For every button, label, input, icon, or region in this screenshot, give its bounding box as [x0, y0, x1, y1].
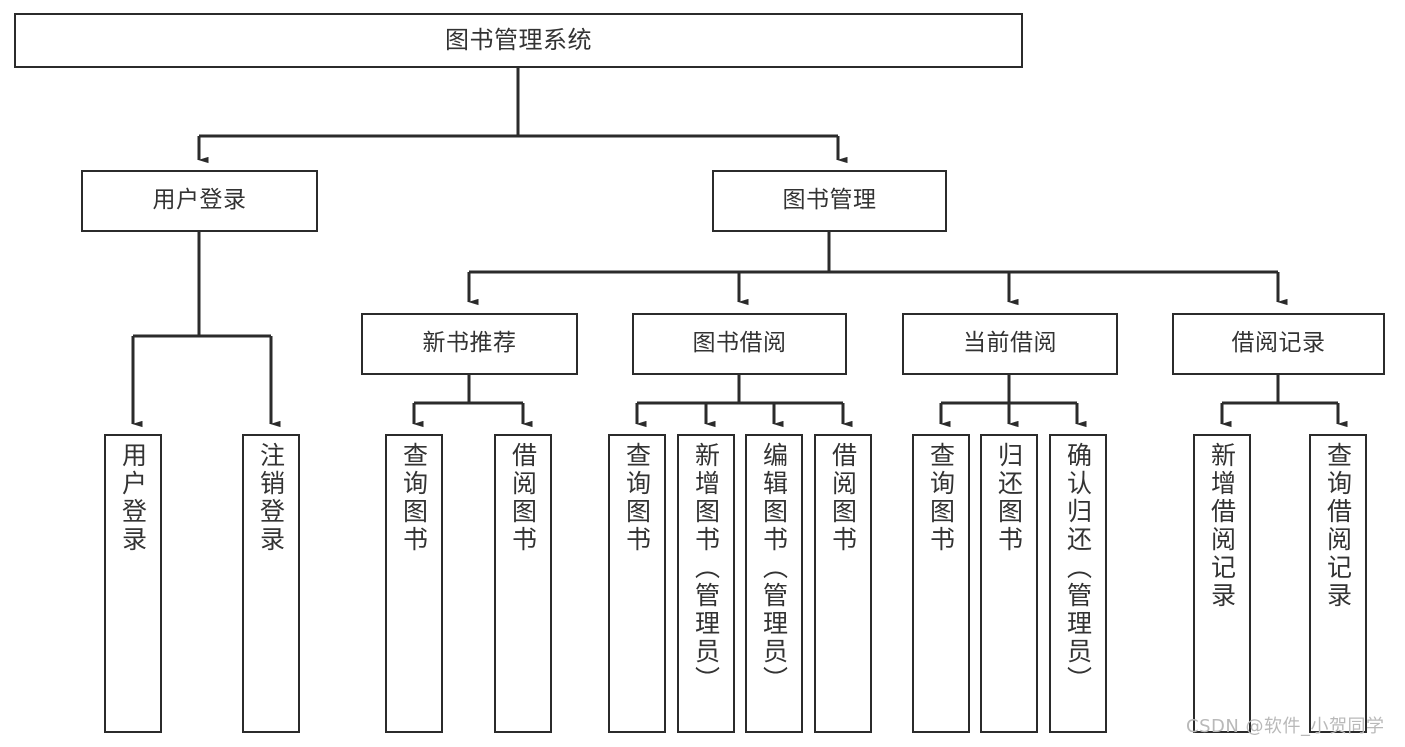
node-label: 借阅图书	[828, 442, 858, 554]
node-label: 图书借阅	[692, 330, 787, 357]
node-label: 新增借阅记录	[1207, 442, 1237, 610]
node-label: 用户登录	[152, 187, 247, 214]
node-label: 当前借阅	[963, 330, 1057, 357]
node-label: 查询借阅记录	[1323, 442, 1353, 610]
node-label: 查询图书	[399, 442, 429, 554]
leaf-logout-login[interactable]: 注销登录	[242, 434, 300, 733]
node-label: 借阅记录	[1231, 330, 1326, 357]
node-current-borrow[interactable]: 当前借阅	[902, 313, 1118, 375]
node-label: 借阅图书	[508, 442, 538, 554]
leaf-add-book[interactable]: 新增图书（管理员）	[677, 434, 735, 733]
node-user-login[interactable]: 用户登录	[81, 170, 318, 232]
node-label: 新书推荐	[422, 330, 517, 357]
leaf-query-book-current[interactable]: 查询图书	[912, 434, 970, 733]
node-label: 注销登录	[256, 442, 286, 554]
leaf-edit-book[interactable]: 编辑图书（管理员）	[745, 434, 803, 733]
leaf-query-book-borrow[interactable]: 查询图书	[608, 434, 666, 733]
node-label: 确认归还（管理员）	[1063, 442, 1093, 694]
node-label: 图书管理系统	[445, 26, 592, 55]
node-label: 查询图书	[622, 442, 652, 554]
leaf-borrow-book-recommend[interactable]: 借阅图书	[494, 434, 552, 733]
node-book-management[interactable]: 图书管理	[712, 170, 947, 232]
node-new-book-recommend[interactable]: 新书推荐	[361, 313, 578, 375]
node-label: 用户登录	[118, 442, 148, 554]
leaf-query-borrow-record[interactable]: 查询借阅记录	[1309, 434, 1367, 733]
leaf-return-book[interactable]: 归还图书	[980, 434, 1038, 733]
node-book-borrow[interactable]: 图书借阅	[632, 313, 847, 375]
node-label: 归还图书	[994, 442, 1024, 554]
node-root-system[interactable]: 图书管理系统	[14, 13, 1023, 68]
leaf-query-book-recommend[interactable]: 查询图书	[385, 434, 443, 733]
node-label: 图书管理	[782, 187, 877, 214]
leaf-confirm-return[interactable]: 确认归还（管理员）	[1049, 434, 1107, 733]
node-borrow-record[interactable]: 借阅记录	[1172, 313, 1385, 375]
node-label: 编辑图书（管理员）	[759, 442, 789, 694]
node-label: 查询图书	[926, 442, 956, 554]
node-label: 新增图书（管理员）	[691, 442, 721, 694]
leaf-borrow-book[interactable]: 借阅图书	[814, 434, 872, 733]
csdn-watermark: CSDN @软件_小贺同学	[1186, 716, 1385, 737]
leaf-user-login[interactable]: 用户登录	[104, 434, 162, 733]
leaf-add-borrow-record[interactable]: 新增借阅记录	[1193, 434, 1251, 733]
